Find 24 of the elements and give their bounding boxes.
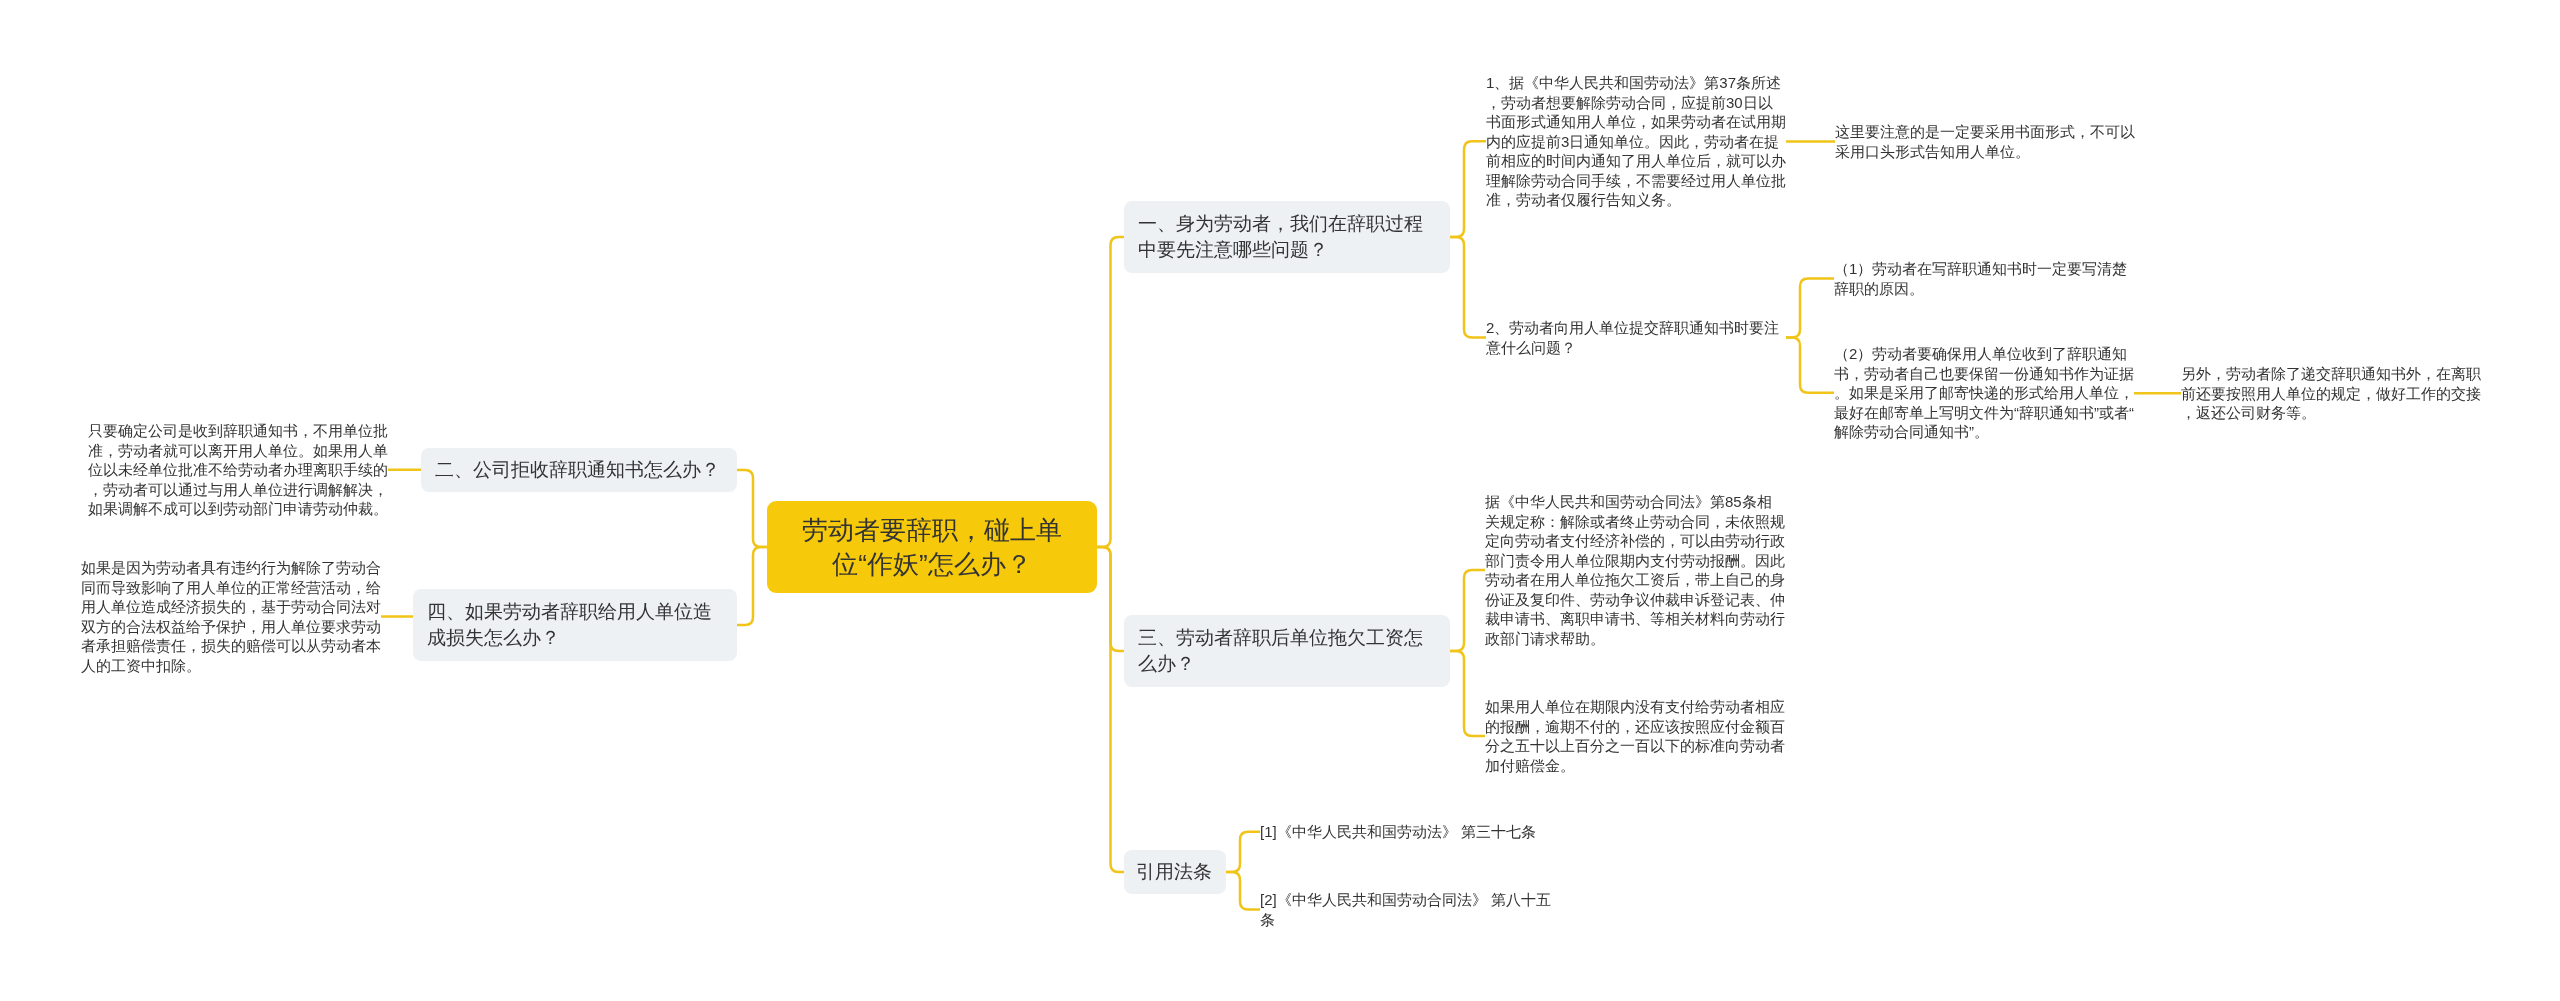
branch-topic: 二、公司拒收辞职通知书怎么办？ [421, 448, 737, 492]
note-text: （1）劳动者在写辞职通知书时一定要写清楚辞职的原因。 [1834, 259, 2134, 298]
note-text: 这里要注意的是一定要采用书面形式，不可以采用口头形式告知用人单位。 [1835, 122, 2135, 161]
connector-line [1786, 140, 1835, 143]
note-text: 只要确定公司是收到辞职通知书，不用单位批准，劳动者就可以离开用人单位。如果用人单位以未经单位批准不给劳动者办理离职手续的，劳动者可以通过与用人单位进行调解解决，如果调解不成可以到劳动部门申请劳动仲裁。 [88, 421, 388, 519]
branch-topic: 四、如果劳动者辞职给用人单位造成损失怎么办？ [413, 589, 737, 661]
note-text: 2、劳动者向用人单位提交辞职通知书时要注意什么问题？ [1486, 318, 1786, 357]
connector-line [1226, 870, 1260, 911]
note-text: 如果是因为劳动者具有违约行为解除了劳动合同而导致影响了用人单位的正常经营活动，给用人单位造成经济损失的，基于劳动合同法对双方的合法权益给予保护，用人单位要求劳动者承担赔偿责任，损失的赔偿可以从劳动者本人的工资中扣除。 [81, 558, 381, 675]
note-text: 另外，劳动者除了递交辞职通知书外，在离职前还要按照用人单位的规定，做好工作的交接，返还公司财务等。 [2181, 364, 2481, 423]
connector-line [381, 615, 413, 618]
note-text: 如果用人单位在期限内没有支付给劳动者相应的报酬，逾期不付的，还应该按照应付金额百分之五十以上百分之一百以下的标准向劳动者加付赔偿金。 [1485, 697, 1785, 775]
central-topic: 劳动者要辞职，碰上单位“作妖”怎么办？ [767, 501, 1097, 593]
connector-line [2134, 392, 2181, 395]
note-text: [2]《中华人民共和国劳动合同法》 第八十五条 [1260, 890, 1561, 929]
connector-line [388, 468, 421, 471]
branch-topic: 三、劳动者辞职后单位拖欠工资怎么办？ [1124, 615, 1450, 687]
note-text: 1、据《中华人民共和国劳动法》第37条所述，劳动者想要解除劳动合同，应提前30日以书面形式通知用人单位，如果劳动者在试用期内的应提前3日通知单位。因此，劳动者在提前相应的时间内通知了用人单位后，就可以办理解除劳动合同手续，不需要经过用人单位批准，劳动者仅履行告知义务。 [1486, 73, 1786, 210]
note-text: [1]《中华人民共和国劳动法》 第三十七条 [1260, 822, 1561, 842]
branch-topic: 一、身为劳动者，我们在辞职过程中要先注意哪些问题？ [1124, 201, 1450, 273]
branch-topic: 引用法条 [1124, 850, 1226, 894]
connector-line [737, 545, 767, 627]
note-text: （2）劳动者要确保用人单位收到了辞职通知书，劳动者自己也要保留一份通知书作为证据。如果是采用了邮寄快递的形式给用人单位，最好在邮寄单上写明文件为“辞职通知书”或者“解除劳动合同通知书”。 [1834, 344, 2134, 442]
note-text: 据《中华人民共和国劳动合同法》第85条相关规定称：解除或者终止劳动合同，未依照规定向劳动者支付经济补偿的，可以由劳动行政部门责令用人单位限期内支付劳动报酬。因此劳动者在用人单位拖欠工资后，带上自己的身份证及复印件、劳动争议仲裁申诉登记表、仲裁申请书、离职申请书、等相关材料向劳动行政部门请求帮助。 [1485, 492, 1785, 648]
